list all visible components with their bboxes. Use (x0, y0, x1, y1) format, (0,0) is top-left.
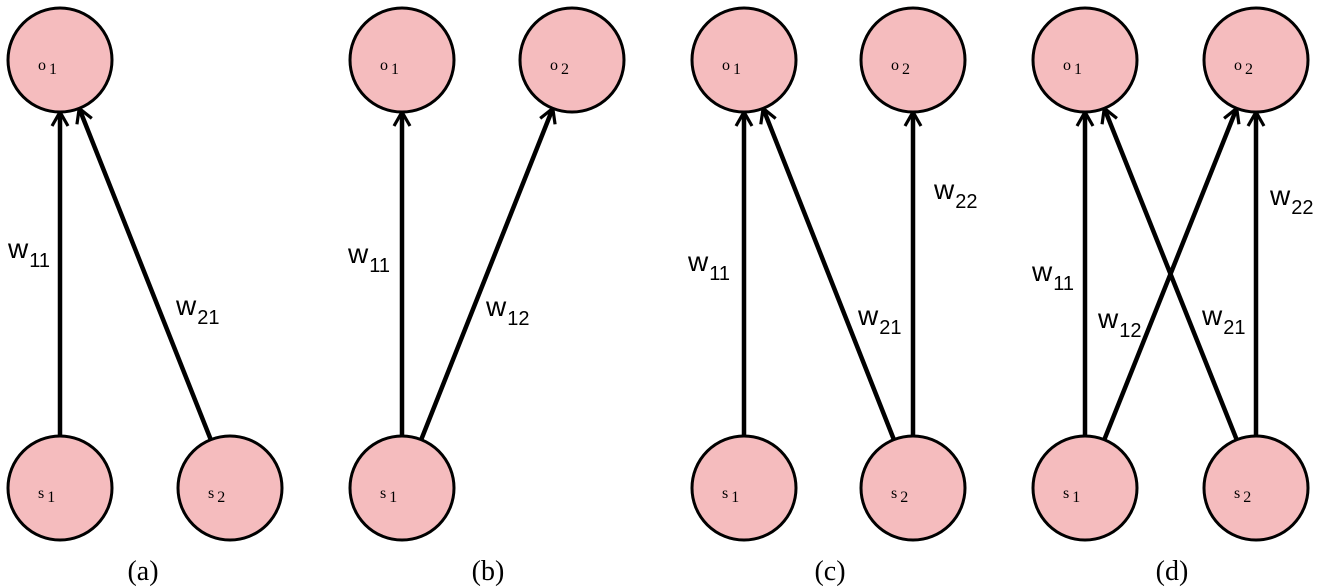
node-circle (348, 6, 456, 114)
edge-s2-o2 (1246, 108, 1266, 436)
weight-label-w11: w11 (1031, 256, 1074, 295)
panel-caption: (a) (127, 556, 158, 587)
panel-caption: (b) (472, 556, 505, 587)
node-circle (6, 434, 114, 542)
edge-s2-o2 (903, 108, 923, 436)
weight-label-w21: w21 (175, 290, 219, 329)
edge-line (762, 110, 896, 441)
weight-label-w12: w12 (1097, 303, 1141, 342)
weight-label-w11: w11 (687, 246, 730, 285)
edge-line (78, 110, 213, 441)
weight-label-w21: w21 (857, 300, 901, 339)
node-circle (859, 434, 967, 542)
node-circle (1202, 434, 1310, 542)
weight-label-w21: w21 (1201, 300, 1245, 339)
panel-caption: (c) (814, 556, 845, 587)
weight-label-w12: w12 (485, 291, 529, 330)
edge-s1-o1 (392, 108, 412, 436)
node-circle (1031, 434, 1139, 542)
node-circle (518, 6, 626, 114)
node-circle (690, 6, 798, 114)
edge-s1-o1 (1075, 108, 1095, 436)
edge-s2-o1 (75, 105, 213, 441)
node-circle (690, 434, 798, 542)
node-circle (1202, 6, 1310, 114)
node-circle (348, 434, 456, 542)
weight-label-w22: w22 (933, 174, 977, 213)
edge-s1-o1 (734, 108, 754, 436)
edge-s1-o2 (419, 105, 557, 441)
weight-label-w22: w22 (1269, 180, 1313, 219)
edge-s1-o1 (50, 108, 70, 436)
node-circle (1031, 6, 1139, 114)
weight-label-w11: w11 (7, 233, 50, 272)
node-circle (176, 434, 284, 542)
edge-line (419, 110, 554, 441)
edge-s2-o1 (759, 105, 896, 441)
node-circle (6, 6, 114, 114)
edge-line (1103, 110, 1239, 441)
weight-label-w11: w11 (347, 238, 390, 277)
node-circle (859, 6, 967, 114)
panel-caption: (d) (1156, 556, 1189, 587)
